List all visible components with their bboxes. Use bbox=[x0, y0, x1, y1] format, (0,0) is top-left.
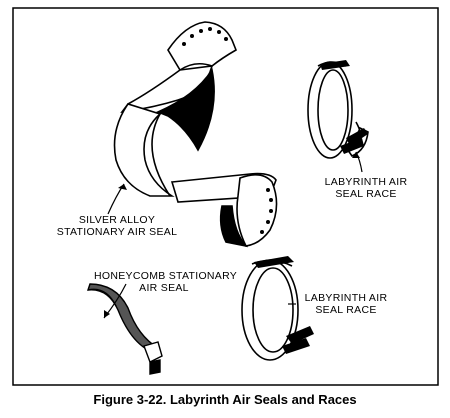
silver-alloy-label: SILVER ALLOY STATIONARY AIR SEAL bbox=[52, 214, 182, 238]
honeycomb-seal-drawing bbox=[86, 283, 163, 375]
labyrinth-bottom-label: LABYRINTH AIR SEAL RACE bbox=[296, 292, 396, 316]
silver-alloy-seal-drawing bbox=[113, 21, 278, 248]
leader-arrowheads bbox=[104, 152, 360, 318]
labyrinth-bottom-label-line2: SEAL RACE bbox=[315, 304, 377, 316]
silver-alloy-label-line2: STATIONARY AIR SEAL bbox=[56, 226, 178, 238]
honeycomb-label-line1: HONEYCOMB STATIONARY bbox=[94, 270, 238, 282]
figure-caption: Figure 3-22. Labyrinth Air Seals and Rac… bbox=[93, 392, 357, 407]
lower-flange-bolt-holes bbox=[260, 188, 273, 234]
labyrinth-top-label-line2: SEAL RACE bbox=[335, 188, 397, 200]
silver-alloy-label-line1: SILVER ALLOY bbox=[78, 214, 156, 226]
labyrinth-bottom-label-line1: LABYRINTH AIR bbox=[304, 292, 388, 304]
figure-frame bbox=[12, 7, 439, 386]
honeycomb-label: HONEYCOMB STATIONARY AIR SEAL bbox=[94, 270, 238, 294]
upper-flange-bolt-holes bbox=[182, 27, 228, 46]
labyrinth-race-top-fins bbox=[320, 60, 368, 154]
labyrinth-top-label-line1: LABYRINTH AIR bbox=[324, 176, 408, 188]
labyrinth-top-label: LABYRINTH AIR SEAL RACE bbox=[316, 176, 416, 200]
honeycomb-label-line2: AIR SEAL bbox=[139, 282, 189, 294]
labyrinth-race-bottom-fins bbox=[254, 256, 314, 354]
